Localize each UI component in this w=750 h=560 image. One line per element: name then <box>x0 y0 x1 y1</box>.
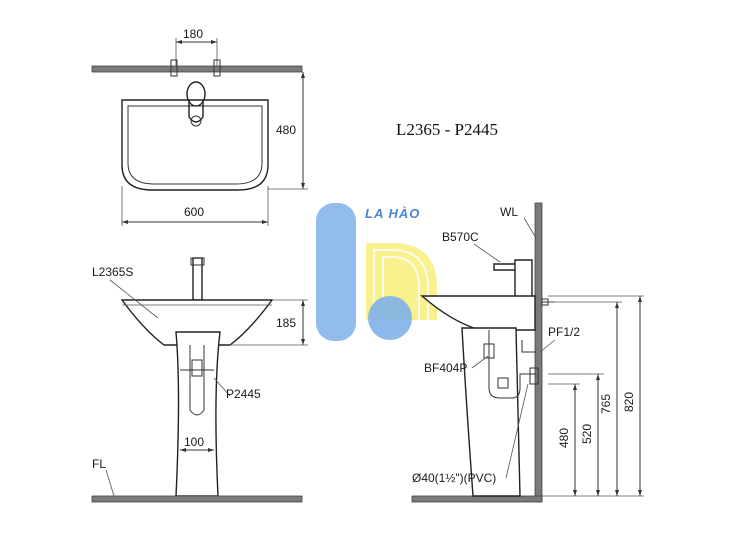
basin-outline-top <box>121 99 269 191</box>
basin-leader <box>109 279 159 319</box>
arrow-icon <box>262 220 268 224</box>
trap-pipe-front <box>189 345 205 416</box>
side-view-wall <box>534 202 543 503</box>
top-view: 180 480 600 <box>91 27 308 226</box>
wall-label: WL <box>500 205 518 219</box>
tap-bolt-right <box>213 59 221 77</box>
side-view: WL B570C PF1/2 BF404P Ø40(1½")(PVC) 480 <box>411 202 644 503</box>
floor-label: FL <box>92 457 106 471</box>
arrow-icon <box>211 40 217 44</box>
faucet-body-top <box>186 81 206 107</box>
watermark-blue-circle <box>368 296 412 340</box>
basin-label: L2365S <box>92 265 133 279</box>
dim-480: 480 <box>557 428 571 448</box>
pedestal-front <box>175 331 221 497</box>
dim-765: 765 <box>599 394 613 414</box>
dim-basin-height: 185 <box>276 316 296 330</box>
floor-leader <box>105 469 115 497</box>
arrow-icon <box>596 490 600 496</box>
drain-label: BF404P <box>424 361 467 375</box>
supply-label: PF1/2 <box>548 325 580 339</box>
arrow-icon <box>301 183 305 189</box>
watermark-logo: LA HÀO <box>316 203 437 341</box>
tap-bolt-left <box>170 59 178 77</box>
front-view-floor <box>91 495 303 503</box>
pedestal-side <box>461 327 521 497</box>
watermark-arch-line-2 <box>382 256 420 320</box>
arrow-icon <box>176 40 182 44</box>
watermark-arch-line-1 <box>373 249 429 320</box>
arrow-icon <box>615 302 619 308</box>
arrow-icon <box>573 384 577 390</box>
pipe-leader <box>505 383 529 479</box>
arrow-icon <box>208 448 214 452</box>
pedestal-label: P2445 <box>226 387 261 401</box>
arrow-icon <box>301 300 305 306</box>
basin-bowl-top <box>127 105 263 185</box>
faucet-side-body <box>514 259 533 296</box>
wall-leader <box>523 217 537 239</box>
arrow-icon <box>638 490 642 496</box>
top-view-wall <box>91 65 303 73</box>
dim-820: 820 <box>622 392 636 412</box>
faucet-leader <box>473 243 501 263</box>
front-view: L2365S P2445 185 100 FL <box>91 257 308 503</box>
arrow-icon <box>573 490 577 496</box>
faucet-spout-top <box>188 100 204 123</box>
trap-nut-front <box>191 359 203 377</box>
faucet-label: B570C <box>442 230 479 244</box>
dim-width: 600 <box>184 205 204 219</box>
drain-top <box>190 115 202 127</box>
arrow-icon <box>301 339 305 345</box>
faucet-side-spout <box>493 263 515 271</box>
model-title: L2365 - P2445 <box>396 120 498 139</box>
watermark-text: LA HÀO <box>365 206 420 221</box>
arrow-icon <box>615 490 619 496</box>
arrow-icon <box>596 374 600 380</box>
watermark-blue-bar <box>316 203 356 341</box>
pedestal-leader <box>213 377 231 397</box>
wall-flange-side <box>529 367 539 385</box>
faucet-front <box>192 257 203 301</box>
side-view-floor <box>411 495 543 503</box>
trap-pipe-side <box>488 330 536 399</box>
dim-tap-spacing: 180 <box>183 27 203 41</box>
trap-nut-side <box>497 377 509 389</box>
supply-pipe-side <box>521 340 536 353</box>
faucet-handle-front <box>190 257 205 266</box>
basin-side <box>420 295 536 331</box>
drain-leader <box>471 355 489 369</box>
arrow-icon <box>638 296 642 302</box>
drain-nut-side <box>483 343 495 359</box>
dim-520: 520 <box>580 424 594 444</box>
dim-pedestal-width: 100 <box>184 435 204 449</box>
pipe-label: Ø40(1½")(PVC) <box>412 471 496 485</box>
arrow-icon <box>180 448 186 452</box>
supply-leader <box>539 339 556 353</box>
arrow-icon <box>122 220 128 224</box>
dim-depth: 480 <box>276 123 296 137</box>
arrow-icon <box>301 72 305 78</box>
